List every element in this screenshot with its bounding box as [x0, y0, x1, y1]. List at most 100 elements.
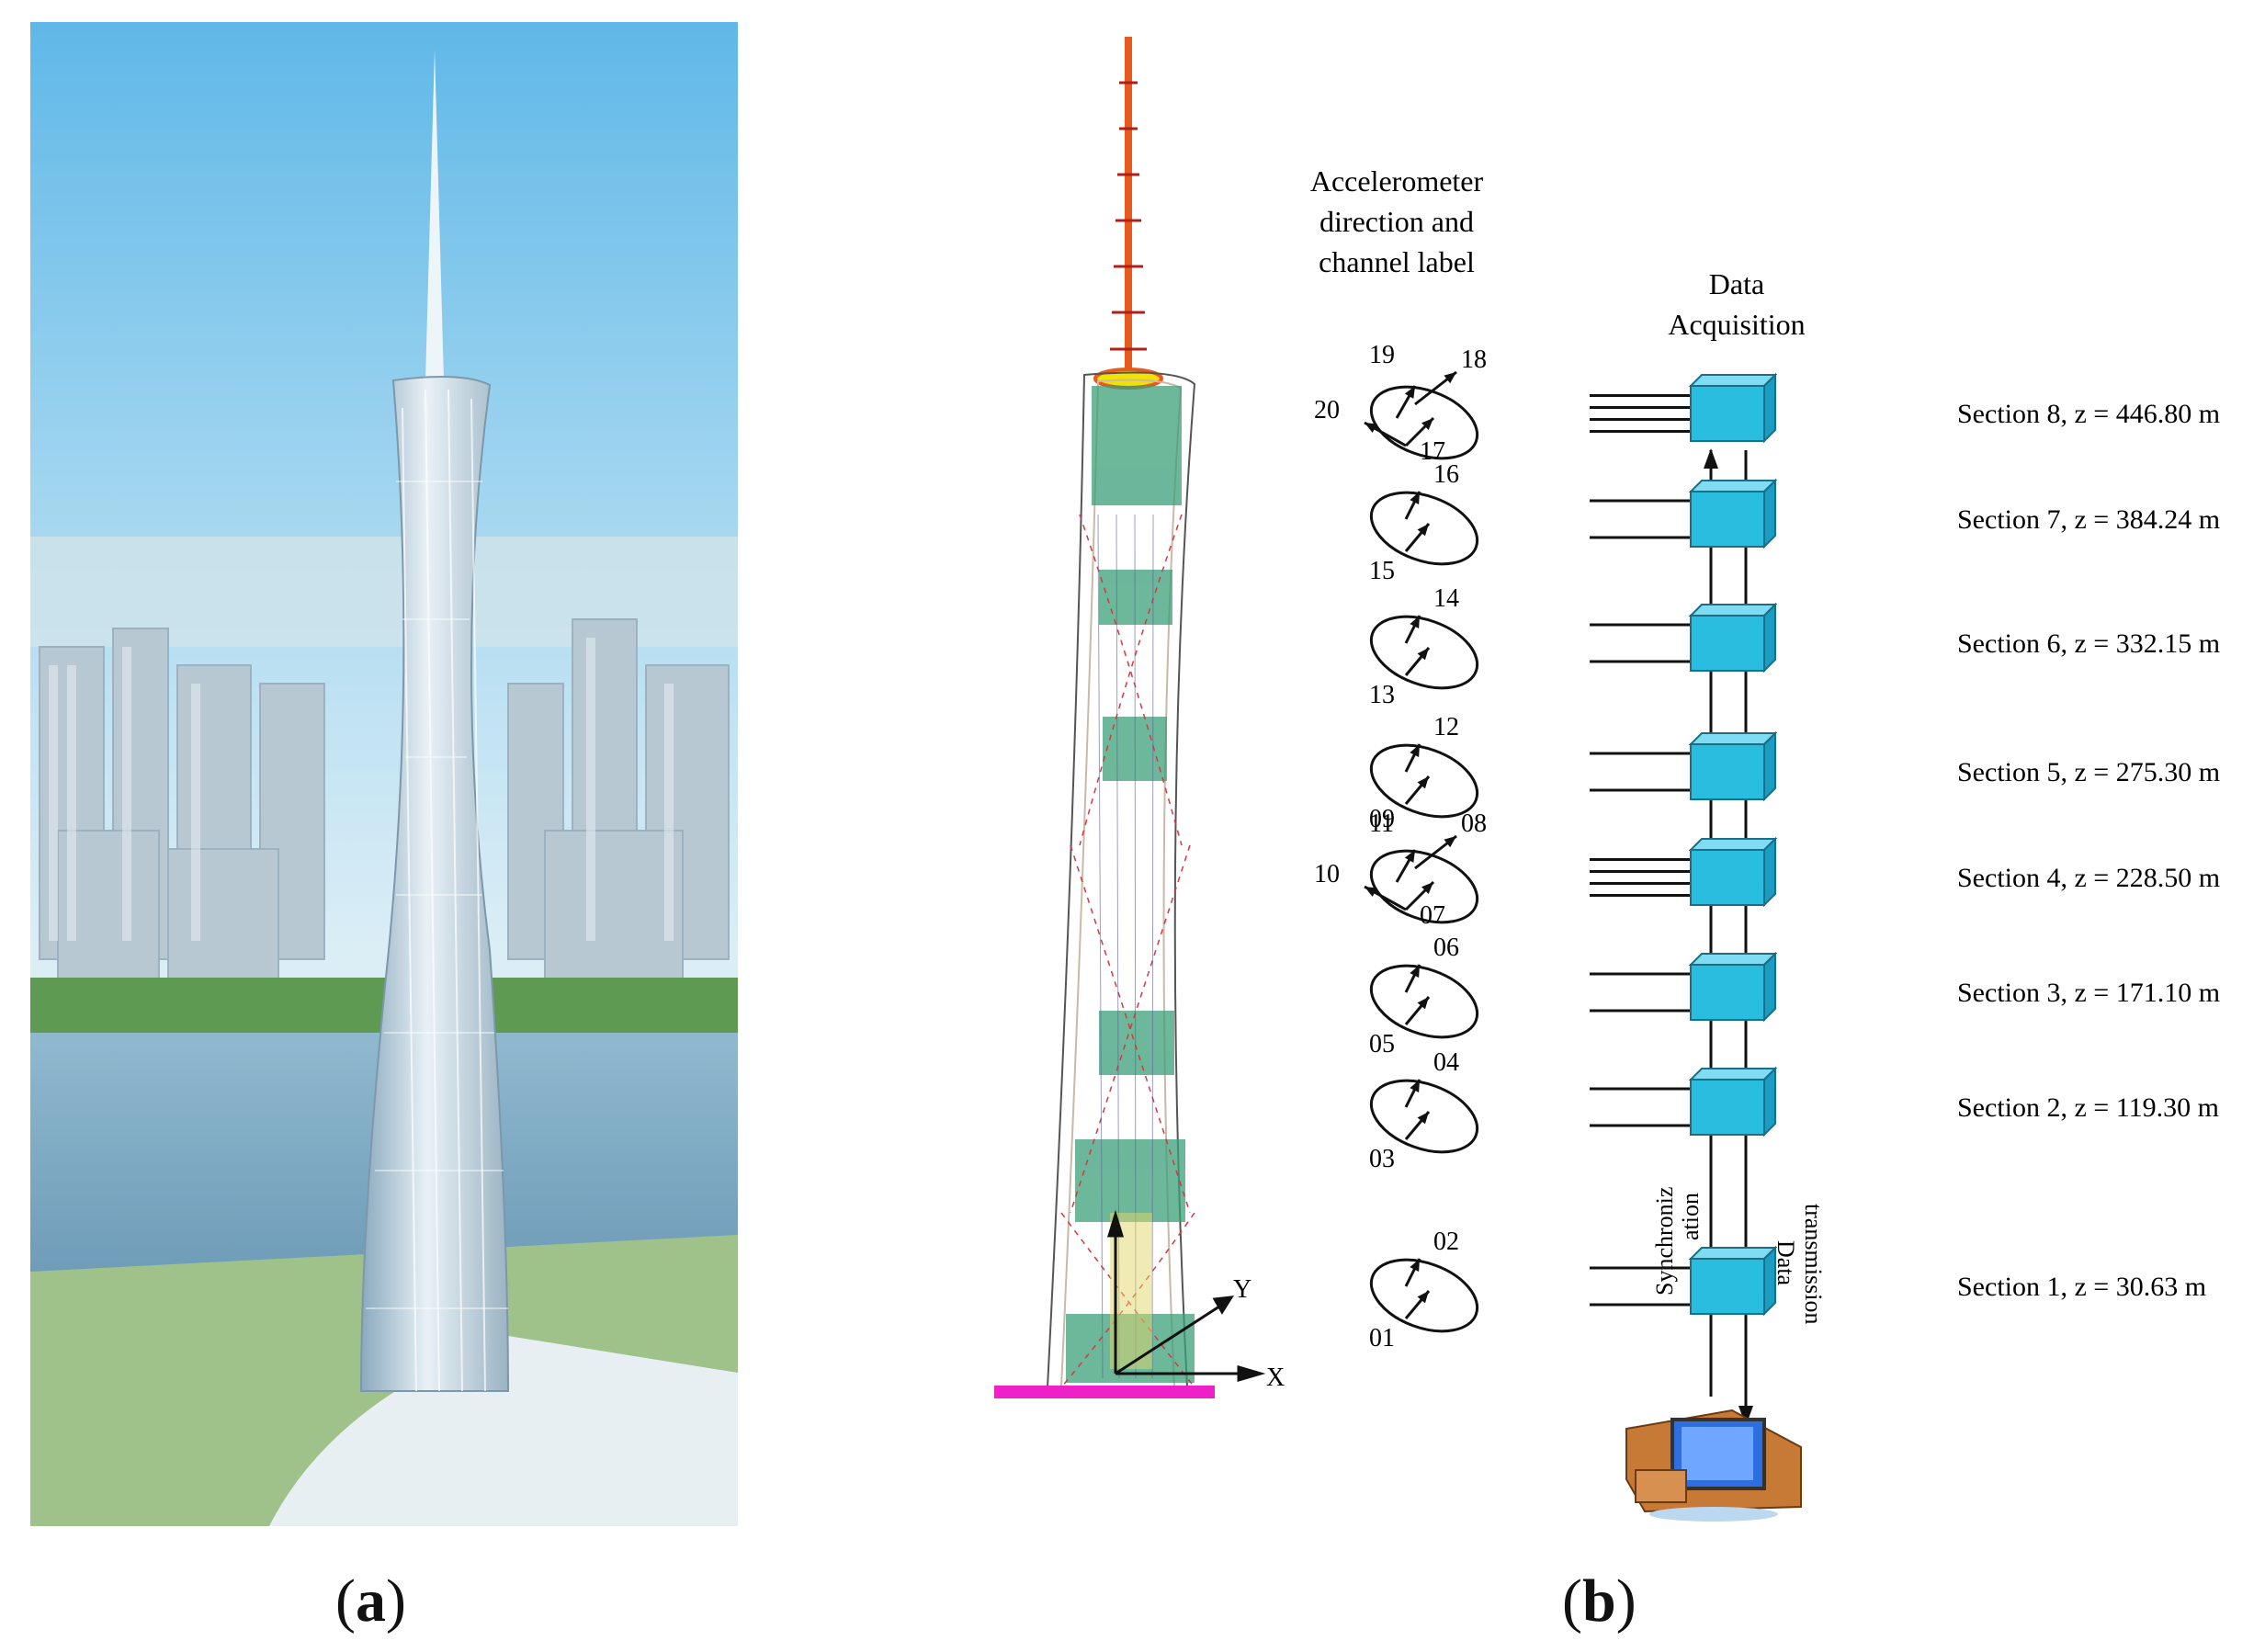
panel-b-caption: (b): [1562, 1567, 1636, 1636]
daq-box-top: [1688, 838, 1778, 851]
section-3: Section 3, z = 171.10 m 05 06: [1369, 933, 2220, 1058]
channel-label: 03: [1369, 1145, 1395, 1173]
daq-heading: Data Acquisition: [1668, 267, 1805, 341]
channel-label: 17: [1420, 437, 1445, 466]
axis-y-label: Y: [1233, 1275, 1251, 1304]
daq-box-side: [1763, 602, 1776, 673]
daq-box-top: [1688, 604, 1778, 617]
sync-label-line1: Synchroniz: [1651, 1187, 1678, 1296]
accelerometer-heading-line2: direction and: [1319, 205, 1474, 238]
daq-box-top: [1688, 1068, 1778, 1081]
sync-label: Synchroniz ation: [1651, 1187, 1704, 1296]
accelerometer-orbit: [1369, 615, 1479, 690]
channel-label: 05: [1369, 1030, 1395, 1058]
sync-arrow-head: [1704, 448, 1718, 469]
accelerometer-heading: Accelerometer direction and channel labe…: [1310, 164, 1484, 278]
daq-box-side: [1763, 1245, 1776, 1317]
daq-box-side: [1763, 951, 1776, 1023]
direction-arrow-head: [1410, 492, 1420, 504]
accelerometer-orbit: [1369, 964, 1479, 1039]
daq-box-top: [1688, 374, 1778, 387]
channel-label: 15: [1369, 557, 1395, 585]
direction-arrow-head: [1421, 418, 1433, 430]
daq-box: [1690, 964, 1765, 1021]
channel-label: 11: [1369, 809, 1394, 838]
daq-box-side: [1763, 836, 1776, 908]
channel-label: 01: [1369, 1324, 1395, 1352]
daq-box-top: [1688, 480, 1778, 492]
daq-box: [1690, 385, 1765, 442]
section-4: Section 4, z = 228.50 m 07 08 09 10: [1314, 805, 2220, 930]
section-label: Section 6, z = 332.15 m: [1957, 628, 2220, 659]
section-6: Section 6, z = 332.15 m 13 14: [1369, 584, 2220, 709]
direction-arrow-head: [1410, 744, 1420, 757]
daq-box: [1690, 491, 1765, 548]
daq-box: [1690, 1079, 1765, 1136]
daq-box-side: [1763, 372, 1776, 444]
channel-label: 18: [1461, 345, 1487, 374]
direction-arrow-head: [1417, 997, 1429, 1010]
panel-a-close: ): [385, 1567, 406, 1635]
channel-label: 08: [1461, 809, 1487, 838]
computer-icon: [1625, 1409, 1802, 1522]
daq-heading-line2: Acquisition: [1668, 308, 1805, 341]
direction-arrow-head: [1417, 524, 1429, 537]
channel-label: 10: [1314, 860, 1340, 888]
channel-label: 06: [1433, 933, 1459, 962]
panel-b-open: (: [1562, 1567, 1582, 1635]
channel-label: 07: [1420, 901, 1445, 930]
section-label: Section 1, z = 30.63 m: [1957, 1272, 2206, 1302]
channel-label: 04: [1433, 1048, 1459, 1077]
direction-arrow-head: [1421, 882, 1433, 894]
coordinate-axes: [1106, 1209, 1266, 1382]
panel-b-letter: b: [1581, 1567, 1616, 1635]
channel-label: 16: [1433, 460, 1459, 489]
direction-arrow-head: [1410, 1259, 1420, 1272]
transmission-arrow-head: [1738, 1406, 1753, 1426]
transmission-label-line1: Data: [1772, 1240, 1799, 1286]
channel-label: 09: [1369, 805, 1395, 833]
direction-arrow-head: [1410, 1080, 1420, 1092]
daq-box-top: [1688, 953, 1778, 966]
accelerometer-heading-line3: channel label: [1319, 245, 1475, 278]
accelerometer-heading-line1: Accelerometer: [1310, 164, 1484, 198]
daq-box: [1690, 849, 1765, 906]
transmission-label-line2: transmission: [1800, 1204, 1827, 1324]
section-label: Section 3, z = 171.10 m: [1957, 978, 2220, 1008]
section-label: Section 7, z = 384.24 m: [1957, 504, 2220, 535]
panel-b-close: ): [1615, 1567, 1636, 1635]
channel-label: 13: [1369, 681, 1395, 709]
sync-label-line2: ation: [1677, 1193, 1704, 1240]
direction-arrow-head: [1417, 1112, 1429, 1125]
daq-box: [1690, 1258, 1765, 1315]
section-label: Section 5, z = 275.30 m: [1957, 757, 2220, 787]
direction-arrow-head: [1417, 1291, 1429, 1304]
daq-box-side: [1763, 1066, 1776, 1137]
accelerometer-orbit: [1369, 743, 1479, 819]
section-1: Section 1, z = 30.63 m 01 02: [1369, 1228, 2206, 1352]
daq-box-top: [1688, 1247, 1778, 1260]
direction-arrow-head: [1444, 836, 1456, 848]
panel-a-open: (: [335, 1567, 356, 1635]
channel-label: 14: [1433, 584, 1459, 613]
direction-arrow-head: [1417, 776, 1429, 789]
channel-label: 02: [1433, 1228, 1459, 1256]
direction-arrow-head: [1365, 423, 1377, 434]
section-2: Section 2, z = 119.30 m 03 04: [1369, 1048, 2219, 1173]
daq-box-side: [1763, 478, 1776, 549]
section-label: Section 4, z = 228.50 m: [1957, 863, 2220, 893]
panel-a-caption: (a): [335, 1567, 406, 1636]
daq-box-side: [1763, 730, 1776, 802]
channel-label: 12: [1433, 713, 1459, 741]
antenna: [1093, 37, 1163, 390]
transmission-label: Data transmission: [1772, 1204, 1827, 1324]
sensor-layout-diagram: X Y Accelerometer direction and channel …: [994, 37, 2220, 1522]
section-label: Section 2, z = 119.30 m: [1957, 1092, 2219, 1123]
panel-a-letter: a: [355, 1567, 386, 1635]
direction-arrow-head: [1417, 648, 1429, 661]
direction-arrow-head: [1365, 887, 1377, 898]
direction-arrow-head: [1410, 965, 1420, 978]
direction-arrow-head: [1404, 386, 1415, 399]
direction-arrow-head: [1404, 850, 1415, 863]
